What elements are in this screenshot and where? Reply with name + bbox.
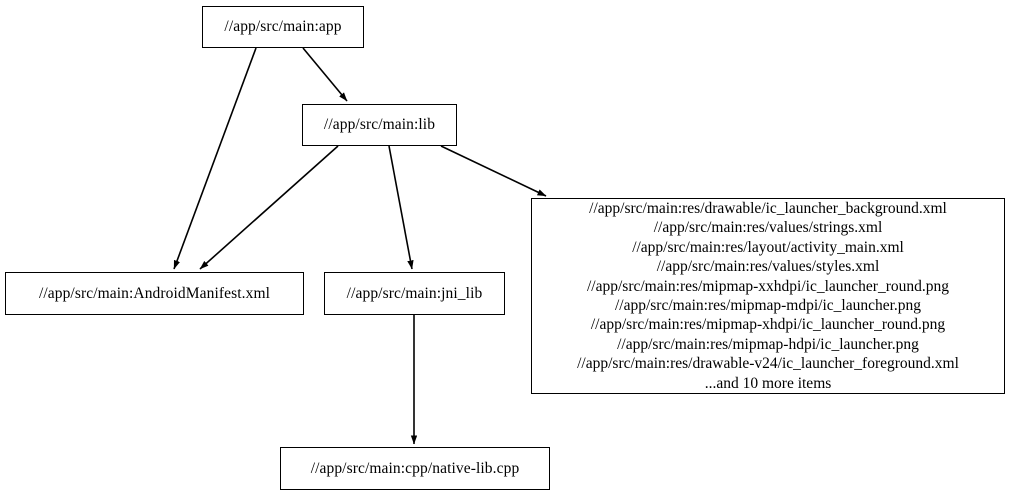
edge-lib-to-jni-lib <box>388 145 414 270</box>
graph-node-lib[interactable]: //app/src/main:lib <box>302 104 457 146</box>
edge-lib-to-manifest <box>199 145 339 270</box>
edge-lib-to-res-group <box>440 145 547 197</box>
graph-node-res-group-label: //app/src/main:res/drawable/ic_launcher_… <box>532 199 1004 393</box>
graph-node-res-group[interactable]: //app/src/main:res/drawable/ic_launcher_… <box>531 198 1005 394</box>
graph-node-res-group-line: //app/src/main:res/mipmap-mdpi/ic_launch… <box>614 297 922 314</box>
graph-node-res-group-line: //app/src/main:res/drawable-v24/ic_launc… <box>577 355 959 373</box>
graph-node-native-lib-cpp-label: //app/src/main:cpp/native-lib.cpp <box>310 459 520 477</box>
graph-node-jni-lib[interactable]: //app/src/main:jni_lib <box>324 272 505 315</box>
graph-node-res-group-line: //app/src/main:res/drawable/ic_launcher_… <box>589 199 947 217</box>
graph-node-res-group-line: //app/src/main:res/mipmap-hdpi/ic_launch… <box>617 335 919 353</box>
graph-node-android-manifest[interactable]: //app/src/main:AndroidManifest.xml <box>5 272 304 315</box>
graph-node-res-group-line: //app/src/main:res/values/styles.xml <box>656 258 880 276</box>
graph-node-app[interactable]: //app/src/main:app <box>202 6 364 48</box>
graph-node-jni-lib-label: //app/src/main:jni_lib <box>346 284 483 302</box>
graph-node-res-group-line: //app/src/main:res/mipmap-xxhdpi/ic_laun… <box>586 277 949 295</box>
graph-node-res-group-line: //app/src/main:res/mipmap-xhdpi/ic_launc… <box>590 316 946 334</box>
graph-node-app-label: //app/src/main:app <box>224 18 342 36</box>
graph-node-res-group-line: //app/src/main:res/values/strings.xml <box>653 219 883 237</box>
graph-node-res-group-line: //app/src/main:res/layout/activity_main.… <box>632 238 904 256</box>
graph-node-res-group-line: ...and 10 more items <box>704 374 832 392</box>
edge-app-to-lib <box>302 47 348 102</box>
graph-node-android-manifest-label: //app/src/main:AndroidManifest.xml <box>38 284 271 302</box>
edge-app-to-manifest <box>173 47 257 270</box>
graph-node-lib-label: //app/src/main:lib <box>323 116 436 134</box>
graph-node-native-lib-cpp[interactable]: //app/src/main:cpp/native-lib.cpp <box>280 447 550 490</box>
